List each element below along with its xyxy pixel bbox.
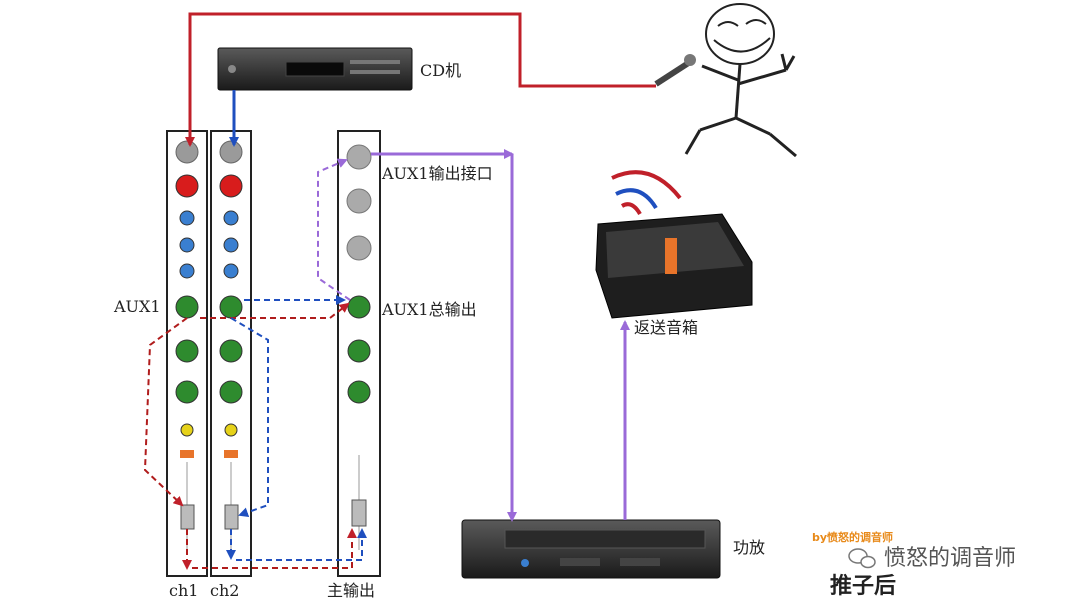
aux1-knob-label: AUX1 [113, 297, 161, 316]
mic-signal-path [185, 12, 656, 147]
aux1-master-label: AUX1总输出 [381, 300, 477, 319]
pan-knob [224, 423, 238, 437]
aux-master-knob [347, 380, 371, 404]
aux1-master-knob [347, 295, 371, 319]
ch1-main-route [192, 528, 357, 569]
xlr-input-jack [219, 140, 243, 164]
aux-send-knob [175, 380, 199, 404]
eq-knob [179, 210, 195, 226]
troll-face-icon [705, 3, 775, 65]
aux-send-knob [219, 339, 243, 363]
channel-strip-ch2 [210, 130, 252, 577]
output-jack [346, 235, 372, 261]
cd-player-label: CD机 [420, 61, 461, 80]
ch2-label: ch2 [210, 581, 239, 600]
ch1-label: ch1 [169, 581, 198, 600]
aux1-output-jack [346, 144, 372, 170]
eq-knob [179, 237, 195, 253]
eq-knob [223, 263, 239, 279]
aux-send-knob [219, 295, 243, 319]
aux-send-knob [219, 380, 243, 404]
watermark-account-name: 愤怒的调音师 [884, 546, 1016, 571]
aux-master-knob [347, 339, 371, 363]
monitor-speaker-label: 返送音箱 [634, 318, 698, 337]
eq-knob [223, 237, 239, 253]
aux-master-route [317, 158, 351, 301]
aux1-output-port-label: AUX1输出接口 [381, 164, 493, 183]
ch2-main-route [236, 528, 367, 561]
amplifier-label: 功放 [733, 538, 765, 557]
post-fader-label: 推子后 [830, 574, 896, 599]
microphone-icon [654, 59, 692, 87]
channel-fader [180, 504, 195, 530]
mute-button [224, 450, 238, 458]
eq-knob [223, 210, 239, 226]
channel-fader [224, 504, 239, 530]
main-fader [351, 499, 367, 527]
wechat-icon [848, 548, 876, 569]
eq-knob [179, 263, 195, 279]
aux-send-knob [175, 339, 199, 363]
gain-knob [175, 174, 199, 198]
cd-player [217, 47, 413, 91]
ch1-aux-route [200, 302, 350, 319]
main-out-label: 主输出 [327, 581, 375, 600]
ch1-pre-route [143, 317, 188, 507]
output-jack [346, 188, 372, 214]
channel-strip-ch1 [166, 130, 208, 577]
monitor-speaker [595, 213, 753, 319]
singer-figure [654, 3, 797, 158]
power-amplifier [461, 519, 721, 579]
gain-knob [219, 174, 243, 198]
mute-button [180, 450, 194, 458]
xlr-input-jack [175, 140, 199, 164]
pan-knob [180, 423, 194, 437]
master-strip [337, 130, 381, 577]
ch2-pre-route [230, 317, 269, 518]
aux-send-knob [175, 295, 199, 319]
watermark-small: by愤怒的调音师 [812, 530, 893, 544]
wireless-signal-icon [611, 170, 682, 216]
